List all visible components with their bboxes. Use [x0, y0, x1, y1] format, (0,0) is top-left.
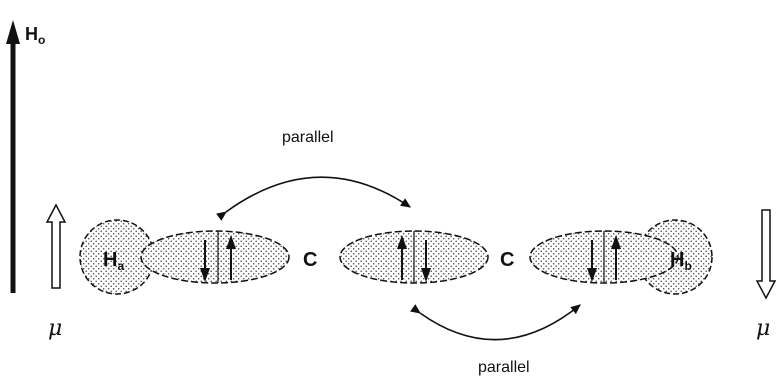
parallel-arc-top	[216, 176, 411, 221]
moment-label-right: μ	[756, 316, 770, 341]
orbital-left	[140, 230, 290, 284]
carbon-label-1: C	[303, 249, 317, 271]
moment-up-icon	[45, 203, 67, 289]
field-label: Ho	[25, 24, 45, 47]
spin-down-arrow-right	[587, 240, 597, 282]
parallel-label-bottom: parallel	[478, 359, 530, 376]
spin-up-arrow-right	[611, 235, 621, 280]
field-arrow	[6, 20, 20, 293]
parallel-label-top: parallel	[282, 129, 334, 146]
spin-down-arrow-left	[200, 240, 210, 282]
spin-up-arrow-center	[397, 235, 407, 280]
parallel-arc-bottom	[410, 304, 581, 341]
atom-ha-label: Ha	[103, 249, 124, 273]
atom-hb-label: Hb	[670, 249, 692, 273]
moment-label-left: μ	[48, 316, 62, 341]
carbon-label-2: C	[500, 249, 514, 271]
spin-down-arrow-center	[421, 240, 431, 282]
spin-up-arrow-left	[226, 235, 236, 280]
moment-down-icon	[755, 209, 776, 300]
